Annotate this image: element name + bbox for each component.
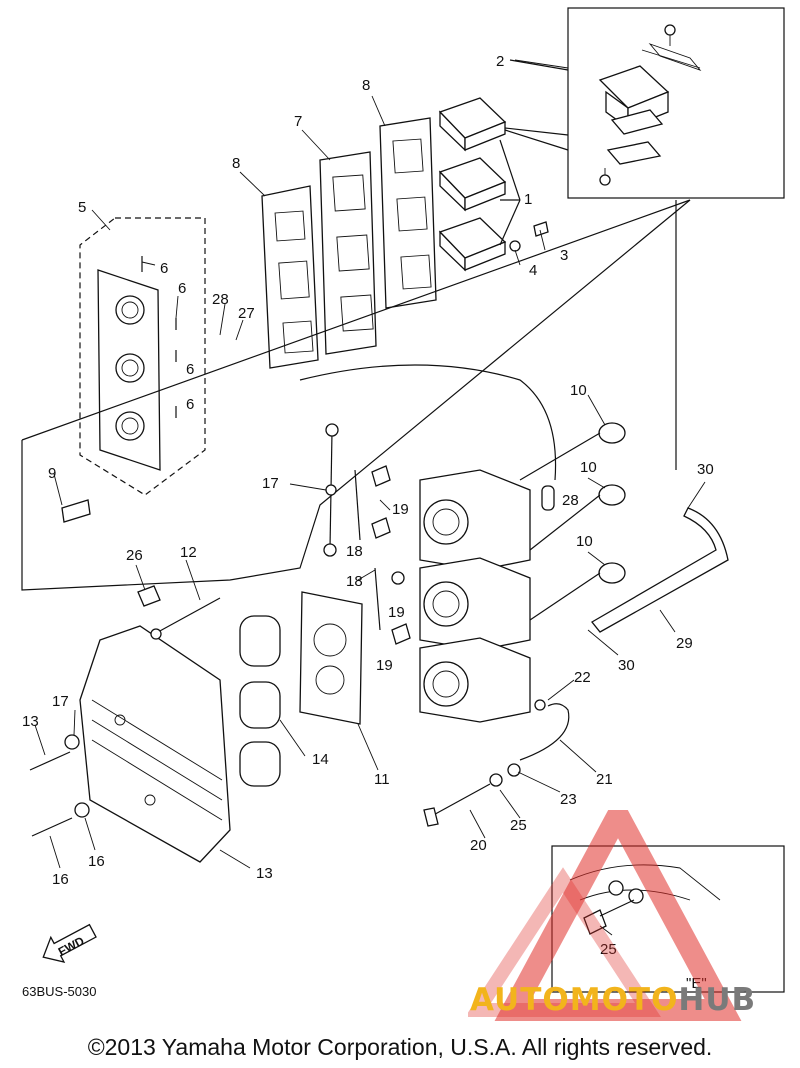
intake-manifold xyxy=(97,269,161,471)
diagram-code: 63BUS-5030 xyxy=(22,984,97,999)
label-2: 2 xyxy=(496,53,504,70)
label-11: 11 xyxy=(374,771,390,788)
label-10a: 10 xyxy=(570,382,587,399)
label-5: 5 xyxy=(78,199,86,216)
label-28a: 28 xyxy=(212,291,229,308)
label-14: 14 xyxy=(312,751,329,768)
label-18b: 18 xyxy=(346,573,363,590)
label-19c: 19 xyxy=(376,657,393,674)
label-12: 12 xyxy=(180,544,197,561)
label-20: 20 xyxy=(470,837,487,854)
label-6a: 6 xyxy=(160,260,168,277)
reed-valve-exploded xyxy=(598,24,702,186)
label-24: 17 xyxy=(262,475,279,492)
label-23: 23 xyxy=(560,791,577,808)
label-10b: 10 xyxy=(580,459,597,476)
part-labels: 2 8 7 8 1 5 3 4 6 6 6 6 28 27 9 10 10 10… xyxy=(22,53,714,992)
label-27: 27 xyxy=(238,305,255,322)
label-13-visible: 13 xyxy=(256,865,273,882)
label-19b: 19 xyxy=(388,604,405,621)
label-17a: 17 xyxy=(52,693,69,710)
automotohub-logo-icon xyxy=(468,810,742,1021)
label-19a: 19 xyxy=(392,501,409,518)
reed-valve-detail-box xyxy=(567,7,785,199)
label-7: 7 xyxy=(294,113,302,130)
label-15: 13 xyxy=(22,713,39,730)
label-6c: 6 xyxy=(186,361,194,378)
leader-lines xyxy=(34,59,706,936)
label-26: 26 xyxy=(126,547,143,564)
label-6b: 6 xyxy=(178,280,186,297)
label-9: 9 xyxy=(48,465,56,482)
label-30b: 30 xyxy=(618,657,635,674)
label-30a: 30 xyxy=(697,461,714,478)
label-10c: 10 xyxy=(576,533,593,550)
label-25a: 25 xyxy=(510,817,527,834)
label-21: 21 xyxy=(596,771,613,788)
label-28b: 28 xyxy=(562,492,579,509)
label-17b: 16 xyxy=(88,853,105,870)
watermark-part-auto: AUTO xyxy=(470,982,570,1018)
carburetors xyxy=(419,469,531,723)
label-8b: 8 xyxy=(232,155,240,172)
label-3: 3 xyxy=(560,247,568,264)
label-1: 1 xyxy=(524,191,532,208)
fwd-arrow-icon xyxy=(42,923,97,963)
label-18a: 18 xyxy=(346,543,363,560)
watermark-part-moto: MOTO xyxy=(569,982,679,1018)
label-25b: 25 xyxy=(600,941,617,958)
label-29: 29 xyxy=(676,635,693,652)
watermark-text: AUTOMOTOHUB xyxy=(470,982,756,1018)
copyright-notice: ©2013 Yamaha Motor Corporation, U.S.A. A… xyxy=(87,1034,713,1060)
silencer-gaskets xyxy=(239,591,363,787)
label-6d: 6 xyxy=(186,396,194,413)
reed-valve-assemblies xyxy=(438,97,507,272)
label-4: 4 xyxy=(529,262,537,279)
gaskets xyxy=(261,117,437,369)
silencer-cover xyxy=(79,625,231,863)
label-8a: 8 xyxy=(362,77,370,94)
label-22: 22 xyxy=(574,669,591,686)
watermark-part-hub: HUB xyxy=(678,982,757,1018)
